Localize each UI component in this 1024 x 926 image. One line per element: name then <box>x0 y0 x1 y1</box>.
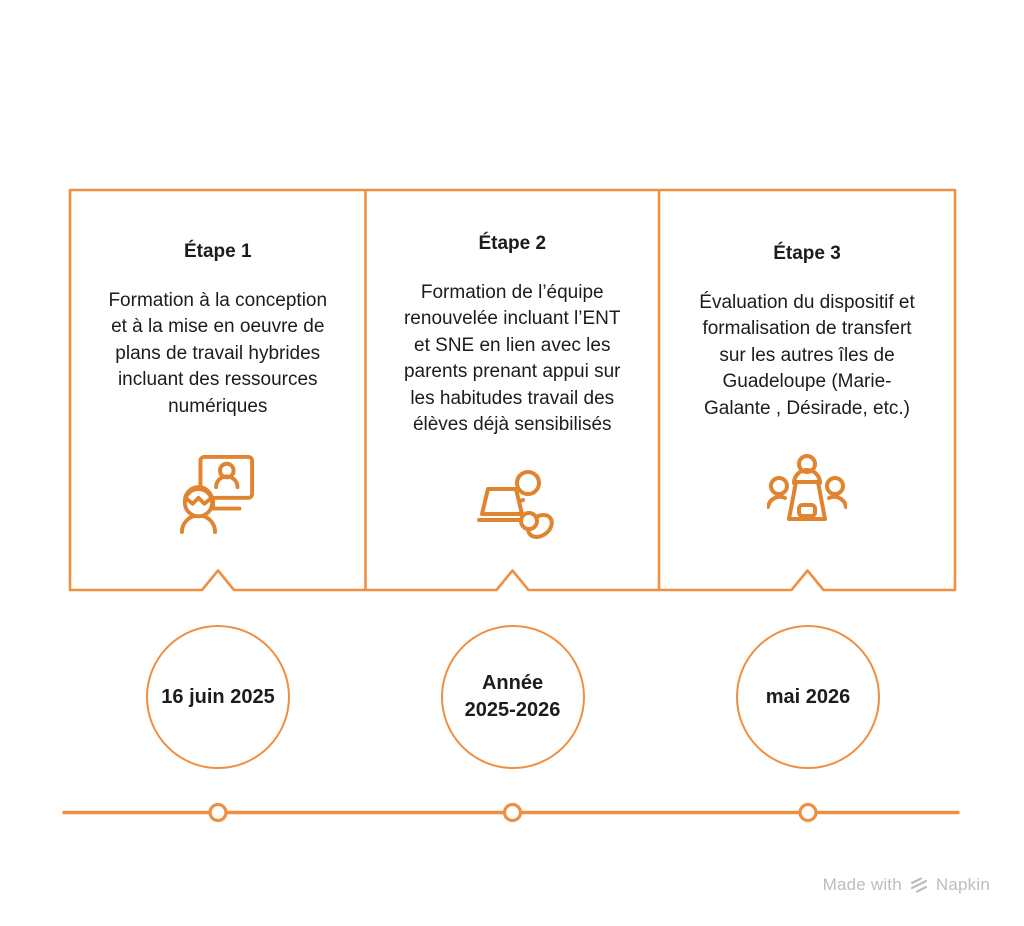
timeline-dot-1 <box>208 802 228 823</box>
cards-border <box>68 188 957 592</box>
date-2: Année 2025-2026 <box>464 672 561 721</box>
video-call-training-icon <box>179 450 256 539</box>
timeline-dot-3 <box>798 802 818 823</box>
step-2-description: Formation de l’équipe renouvelée incluan… <box>403 281 621 436</box>
watermark-brand: Napkin <box>935 875 990 894</box>
step-1-title: Étape 1 <box>183 240 252 262</box>
date-circle-3: mai 2026 <box>736 625 880 769</box>
step-2-title: Étape 2 <box>478 232 547 254</box>
napkin-logo-icon <box>910 877 927 893</box>
step-card-2: Étape 2 Formation de l’équipe renouvelée… <box>366 190 660 590</box>
meeting-table-icon <box>766 452 848 537</box>
step-3-description: Évaluation du dispositif et formalisatio… <box>699 291 915 419</box>
made-with-napkin-watermark[interactable]: Made with Napkin <box>823 875 990 895</box>
step-card-1: Étape 1 Formation à la conception et à l… <box>70 190 366 590</box>
date-3: mai 2026 <box>765 685 851 708</box>
date-circle-1: 16 juin 2025 <box>146 625 290 769</box>
date-1: 16 juin 2025 <box>161 685 275 708</box>
step-3-title: Étape 3 <box>773 242 841 264</box>
step-1-description: Formation à la conception et à la mise e… <box>108 289 328 417</box>
step-card-3: Étape 3 Évaluation du dispositif et form… <box>659 190 955 590</box>
parent-with-laptop-icon <box>468 469 556 548</box>
date-circle-2: Année 2025-2026 <box>440 625 585 769</box>
watermark-prefix: Made with <box>822 875 902 894</box>
timeline-dot-2 <box>502 802 523 823</box>
